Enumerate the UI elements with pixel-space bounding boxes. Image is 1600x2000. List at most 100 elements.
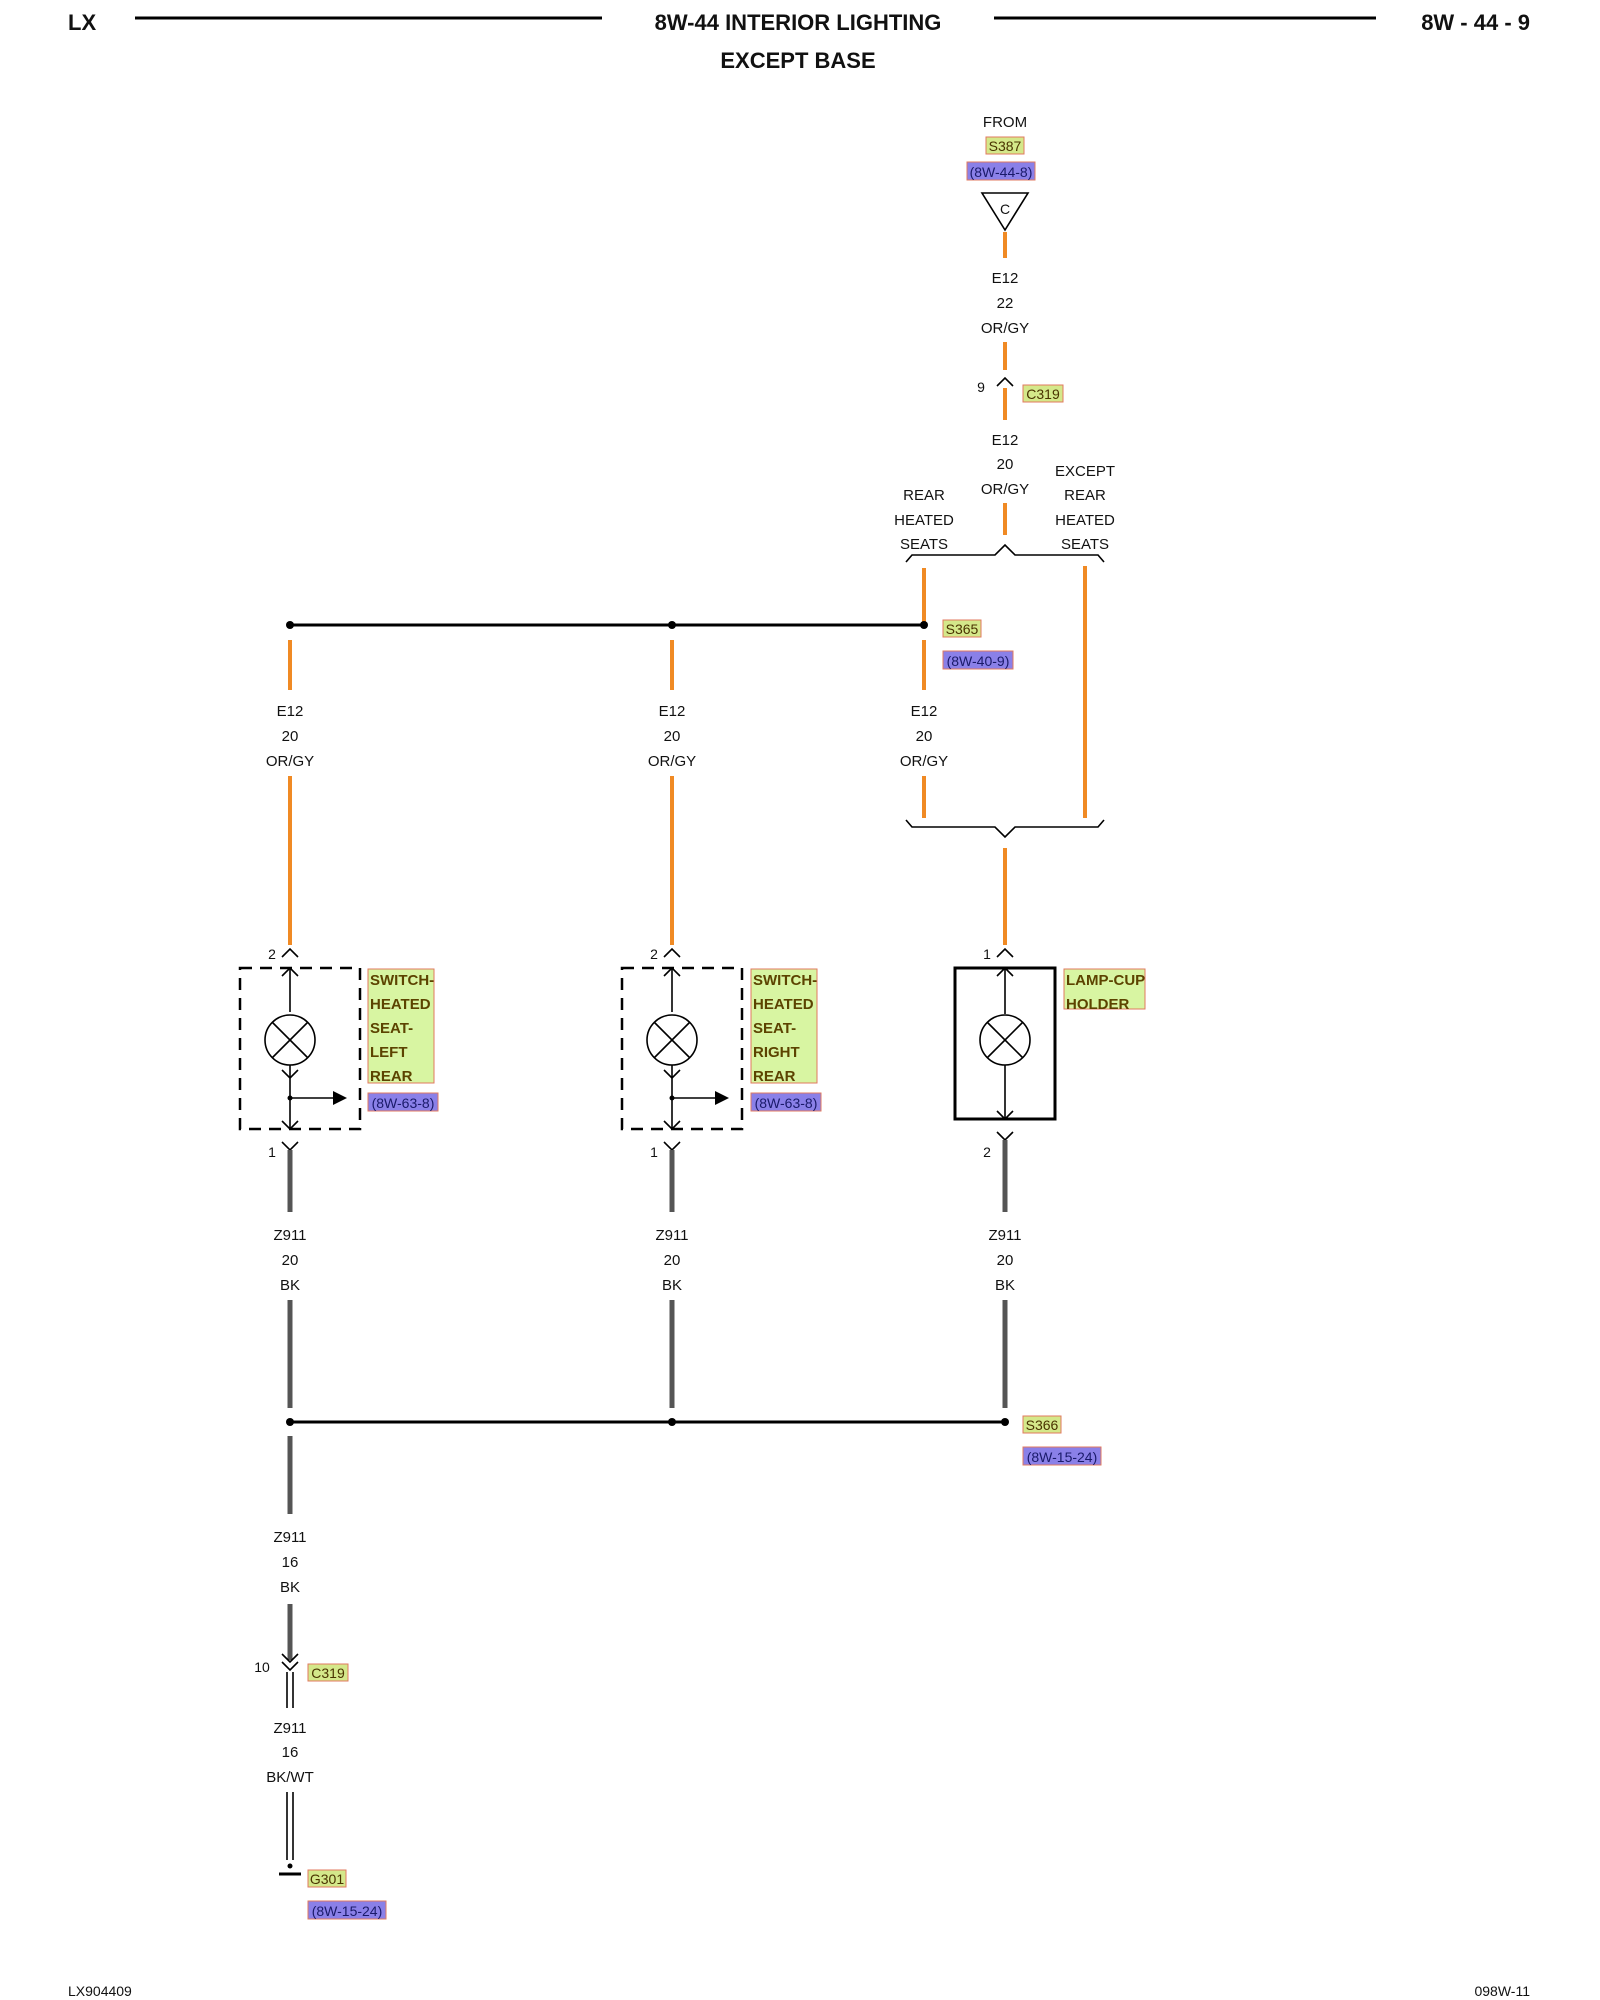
feed-1-circuit: E12 <box>277 703 304 720</box>
comp2-lamp-x2 <box>653 1021 691 1059</box>
comp2-name-5: REAR <box>753 1068 796 1085</box>
comp2-in-terminal <box>663 947 681 958</box>
upper-wire-color: OR/GY <box>981 320 1029 337</box>
comp2-name-4: RIGHT <box>753 1044 800 1061</box>
feed-2-circuit: E12 <box>659 703 686 720</box>
s365-ref-link[interactable]: (8W-40-9) <box>947 653 1010 669</box>
feed-1-gauge: 20 <box>282 728 299 745</box>
s365-node-3 <box>920 621 928 629</box>
comp3-lamp-x2 <box>986 1021 1024 1059</box>
c319-bottom-male <box>281 1653 299 1664</box>
header-title: 8W-44 INTERIOR LIGHTING <box>655 10 942 35</box>
header-right: 8W - 44 - 9 <box>1421 10 1530 35</box>
connector-c-letter: C <box>1000 201 1010 217</box>
mid-wire-gauge: 20 <box>997 456 1014 473</box>
s365-node-1 <box>286 621 294 629</box>
comp1-out-terminal <box>281 1141 299 1152</box>
gnd-1-circuit: Z911 <box>273 1227 306 1244</box>
lower-wire-circuit: Z911 <box>273 1529 306 1546</box>
final-wire-circuit: Z911 <box>273 1720 306 1737</box>
from-label: FROM <box>983 114 1027 131</box>
comp2-name-2: HEATED <box>753 996 814 1013</box>
s365-node-2 <box>668 621 676 629</box>
comp1-arrow-bottom <box>281 1120 299 1131</box>
s387-ref-link[interactable]: (8W-44-8) <box>970 164 1033 180</box>
s365-link[interactable]: S365 <box>946 621 979 637</box>
comp3-name-highlight <box>1063 968 1146 1010</box>
feed-1-color: OR/GY <box>266 753 314 770</box>
g301-ref-link[interactable]: (8W-15-24) <box>312 1903 383 1919</box>
comp2-pin-in: 2 <box>650 946 658 962</box>
comp1-lamp-x2 <box>271 1021 309 1059</box>
branch-left-line3: SEATS <box>900 536 948 553</box>
comp1-ref-link[interactable]: (8W-63-8) <box>372 1095 435 1111</box>
comp2-out-terminal <box>663 1141 681 1152</box>
s366-link[interactable]: S366 <box>1026 1417 1059 1433</box>
gnd-2-gauge: 20 <box>664 1252 681 1269</box>
gnd-1-color: BK <box>280 1277 300 1294</box>
comp2-ref-link[interactable]: (8W-63-8) <box>755 1095 818 1111</box>
comp3-pin-out: 2 <box>983 1144 991 1160</box>
comp1-arrow-top <box>281 966 299 977</box>
c319-top-terminal <box>996 376 1014 387</box>
comp3-arrow-top <box>996 966 1014 977</box>
header-subtitle: EXCEPT BASE <box>720 48 875 73</box>
c319-top-link[interactable]: C319 <box>1026 386 1060 402</box>
s365-highlight <box>942 619 982 638</box>
comp1-name-5: REAR <box>370 1068 413 1085</box>
gnd-3-circuit: Z911 <box>988 1227 1021 1244</box>
comp2-arrow-bottom <box>663 1120 681 1131</box>
comp1-name-highlight <box>367 968 435 1084</box>
c319-bottom-highlight <box>307 1663 349 1682</box>
comp1-pin-out: 1 <box>268 1144 276 1160</box>
comp3-out-terminal <box>996 1131 1014 1142</box>
c319-bottom-pin: 10 <box>254 1659 270 1675</box>
branch-right-line1: EXCEPT <box>1055 463 1115 480</box>
footer-left: LX904409 <box>68 1983 132 1999</box>
ground-node <box>287 1863 293 1869</box>
comp1-pin-in: 2 <box>268 946 276 962</box>
s387-highlight <box>985 136 1025 155</box>
mid-wire-color: OR/GY <box>981 481 1029 498</box>
upper-wire-circuit: E12 <box>992 270 1019 287</box>
comp1-name-2: HEATED <box>370 996 431 1013</box>
s366-node-1 <box>286 1418 294 1426</box>
final-wire-color: BK/WT <box>266 1769 314 1786</box>
s365-ref-highlight <box>942 650 1014 670</box>
comp1-arrow-mid <box>281 1069 299 1080</box>
lower-wire-gauge: 16 <box>282 1554 299 1571</box>
gnd-3-color: BK <box>995 1277 1015 1294</box>
g301-link[interactable]: G301 <box>310 1871 344 1887</box>
comp2-switch-box <box>620 966 744 1131</box>
feed-3-circuit: E12 <box>911 703 938 720</box>
c319-top-pin: 9 <box>977 379 985 395</box>
comp2-name-1: SWITCH- <box>753 972 817 989</box>
comp3-name-2: HOLDER <box>1066 996 1130 1013</box>
feed-2-gauge: 20 <box>664 728 681 745</box>
s366-ref-link[interactable]: (8W-15-24) <box>1027 1449 1098 1465</box>
branch-right-line2: REAR <box>1064 487 1106 504</box>
feed-3-gauge: 20 <box>916 728 933 745</box>
s387-link[interactable]: S387 <box>989 138 1022 154</box>
s387-ref-highlight <box>966 161 1036 181</box>
connector-c-triangle <box>980 192 1030 232</box>
s366-node-2 <box>668 1418 676 1426</box>
footer-right: 098W-11 <box>1474 1983 1530 1999</box>
comp1-ref-highlight <box>367 1092 439 1112</box>
branch-right-line4: SEATS <box>1061 536 1109 553</box>
comp3-name-1: LAMP-CUP <box>1066 972 1145 989</box>
gnd-1-gauge: 20 <box>282 1252 299 1269</box>
gnd-3-gauge: 20 <box>997 1252 1014 1269</box>
s366-node-3 <box>1001 1418 1009 1426</box>
g301-highlight <box>307 1869 347 1888</box>
comp1-switch-arrow <box>333 1091 347 1105</box>
comp1-switch-box <box>238 966 362 1131</box>
comp1-name-4: LEFT <box>370 1044 408 1061</box>
final-wire-gauge: 16 <box>282 1744 299 1761</box>
c319-bottom-female <box>281 1661 299 1672</box>
gnd-2-color: BK <box>662 1277 682 1294</box>
comp2-ref-highlight <box>750 1092 822 1112</box>
c319-bottom-link[interactable]: C319 <box>311 1665 345 1681</box>
branch-left-line1: REAR <box>903 487 945 504</box>
